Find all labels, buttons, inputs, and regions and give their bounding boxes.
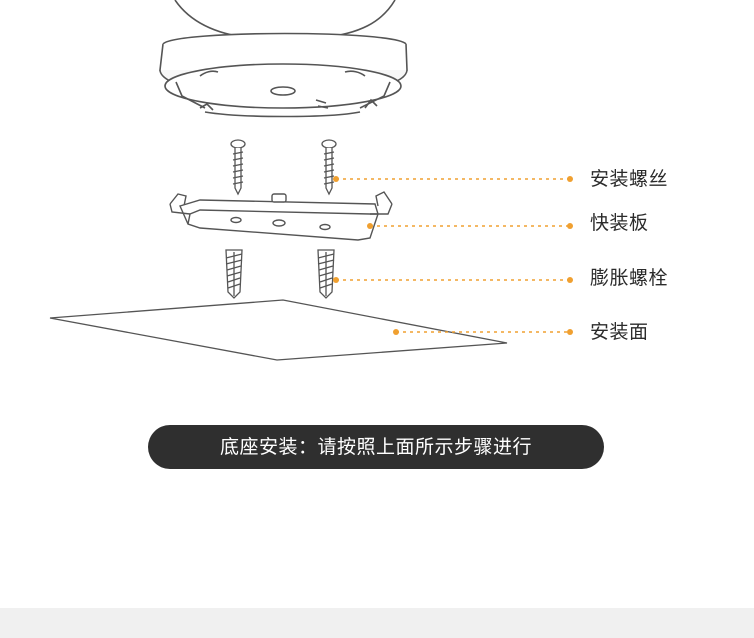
expansion-anchor-left (225, 249, 243, 299)
expansion-anchor-right (317, 249, 335, 299)
installation-diagram (49, 0, 573, 361)
mounting-screw-right (321, 139, 337, 196)
callout-leaders (336, 178, 570, 333)
instruction-caption: 底座安装：请按照上面所示步骤进行 (148, 425, 604, 469)
camera-base (159, 0, 408, 118)
footer-band (0, 608, 754, 638)
label-mounting-surface: 安装面 (590, 321, 649, 343)
callout-dots (333, 176, 573, 335)
label-quick-install-plate: 快装板 (590, 212, 649, 234)
mounting-screw-left (230, 139, 246, 196)
label-mounting-screw: 安装螺丝 (590, 168, 669, 190)
mounting-surface (49, 299, 508, 361)
quick-install-plate (169, 191, 393, 241)
label-expansion-anchor: 膨胀螺栓 (590, 267, 669, 289)
